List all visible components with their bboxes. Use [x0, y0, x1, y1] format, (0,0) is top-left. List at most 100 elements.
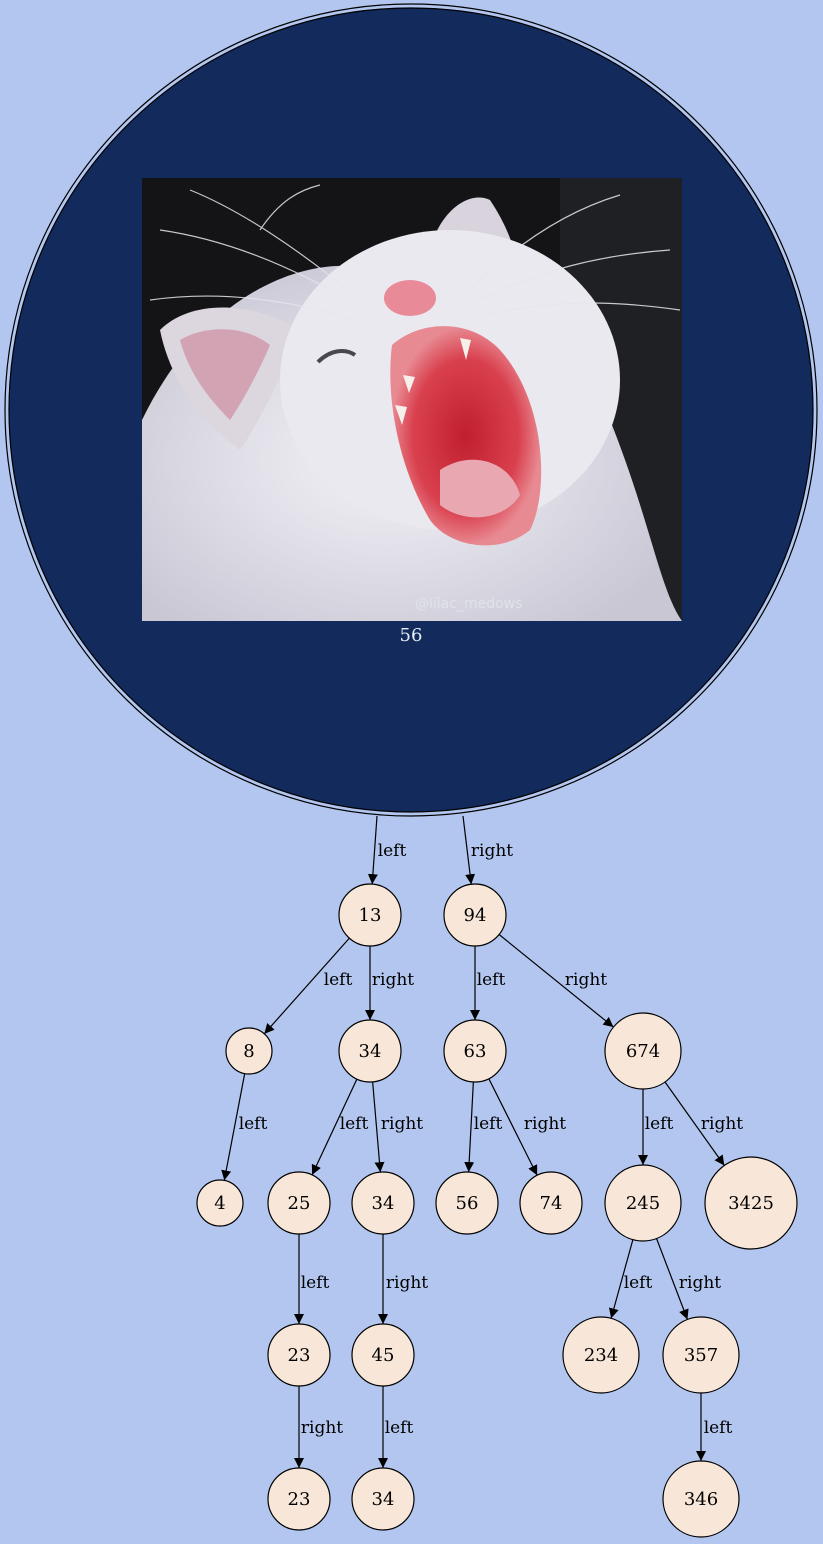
edge-label: left — [477, 970, 506, 990]
edge-n5-n11 — [488, 1078, 538, 1176]
tree-node-value: 23 — [288, 1345, 311, 1366]
tree-node-circle — [196, 1179, 244, 1227]
tree-node: 8 — [225, 1027, 273, 1075]
edge-n6-n13 — [664, 1081, 725, 1166]
tree-node: 34 — [351, 1171, 415, 1235]
root-value: 56 — [400, 625, 423, 646]
tree-node-circle — [338, 1019, 402, 1083]
tree-node-value: 25 — [288, 1193, 311, 1214]
tree-node: 346 — [662, 1460, 740, 1538]
edge-n1-n3 — [263, 937, 350, 1035]
edge-label: right — [701, 1114, 743, 1134]
edge-n3-n7 — [221, 1073, 246, 1181]
tree-node-value: 4 — [214, 1193, 225, 1214]
edge-label: left — [474, 1114, 503, 1134]
tree-node-value: 13 — [359, 905, 382, 926]
tree-node: 674 — [604, 1012, 682, 1090]
edge-n0-n2 — [462, 815, 476, 885]
nodes-layer: 13 94 8 34 63 674 4 25 34 56 74 245 3425 23 45 234 357 23… — [196, 883, 798, 1538]
tree-node-value: 45 — [372, 1345, 395, 1366]
edge-label: left — [239, 1114, 268, 1134]
edge-label: left — [645, 1114, 674, 1134]
tree-node-value: 3425 — [728, 1193, 774, 1214]
edge-n0-n1 — [367, 815, 378, 885]
edge-label: right — [679, 1273, 721, 1293]
tree-node: 25 — [267, 1171, 331, 1235]
tree-node-value: 346 — [684, 1489, 718, 1510]
tree-node-value: 56 — [456, 1193, 479, 1214]
edge-n2-n6 — [498, 934, 614, 1028]
tree-node-circle — [443, 883, 507, 947]
edge-label: right — [471, 841, 513, 861]
tree-node-circle — [351, 1323, 415, 1387]
root-node: @lilac_medows 56 — [4, 3, 818, 817]
tree-node-value: 234 — [584, 1345, 618, 1366]
tree-node-circle — [704, 1156, 798, 1250]
edge-n4-n9 — [372, 1081, 385, 1173]
tree-node: 74 — [519, 1171, 583, 1235]
tree-node-circle — [443, 1019, 507, 1083]
edge-label: right — [301, 1418, 343, 1438]
root-outer-ring — [4, 3, 818, 817]
tree-node-value: 74 — [540, 1193, 563, 1214]
tree-node-circle — [562, 1316, 640, 1394]
edge-n12-n17 — [655, 1238, 689, 1320]
tree-node-value: 63 — [464, 1041, 487, 1062]
tree-node: 56 — [435, 1171, 499, 1235]
tree-node-circle — [662, 1316, 740, 1394]
tree-node-circle — [351, 1467, 415, 1531]
tree-node: 23 — [267, 1467, 331, 1531]
tree-node-value: 34 — [372, 1193, 395, 1214]
tree-node: 234 — [562, 1316, 640, 1394]
tree-node: 23 — [267, 1323, 331, 1387]
edge-label: left — [340, 1114, 369, 1134]
tree-node-circle — [435, 1171, 499, 1235]
tree-node: 13 — [338, 883, 402, 947]
tree-node-circle — [604, 1164, 682, 1242]
edge-n5-n10 — [464, 1081, 475, 1173]
tree-node-circle — [604, 1012, 682, 1090]
edges-layer: left right left right left right left left right… — [221, 815, 743, 1468]
edge-label: left — [385, 1418, 414, 1438]
tree-node-circle — [662, 1460, 740, 1538]
edge-label: left — [704, 1418, 733, 1438]
edge-label: left — [378, 841, 407, 861]
tree-node-value: 34 — [359, 1041, 382, 1062]
tree-node-circle — [267, 1467, 331, 1531]
tree-node-value: 674 — [626, 1041, 660, 1062]
tree-node-circle — [267, 1171, 331, 1235]
tree-node: 45 — [351, 1323, 415, 1387]
tree-node-circle — [519, 1171, 583, 1235]
edge-label: right — [372, 970, 414, 990]
tree-node: 34 — [351, 1467, 415, 1531]
tree-node-value: 94 — [464, 905, 487, 926]
tree-node: 4 — [196, 1179, 244, 1227]
tree-node: 63 — [443, 1019, 507, 1083]
tree-node-value: 23 — [288, 1489, 311, 1510]
edge-label: right — [381, 1114, 423, 1134]
tree-node: 34 — [338, 1019, 402, 1083]
edge-label: left — [624, 1273, 653, 1293]
tree-node-circle — [267, 1323, 331, 1387]
tree-node-value: 8 — [243, 1041, 254, 1062]
edge-label: right — [386, 1273, 428, 1293]
edge-label: right — [565, 970, 607, 990]
tree-node: 357 — [662, 1316, 740, 1394]
tree-node-value: 34 — [372, 1489, 395, 1510]
kitten-photo: @lilac_medows — [142, 178, 682, 621]
tree-node-circle — [338, 883, 402, 947]
tree-node: 94 — [443, 883, 507, 947]
tree-node-circle — [225, 1027, 273, 1075]
tree-node-circle — [351, 1171, 415, 1235]
tree-node: 245 — [604, 1164, 682, 1242]
photo-watermark: @lilac_medows — [415, 596, 522, 612]
edge-n12-n16 — [608, 1239, 634, 1319]
tree-node-value: 357 — [684, 1345, 718, 1366]
tree-node: 3425 — [704, 1156, 798, 1250]
tree-node-value: 245 — [626, 1193, 660, 1214]
edge-label: left — [301, 1273, 330, 1293]
edge-n4-n8 — [311, 1078, 358, 1176]
edge-label: left — [324, 970, 353, 990]
edge-label: right — [524, 1114, 566, 1134]
